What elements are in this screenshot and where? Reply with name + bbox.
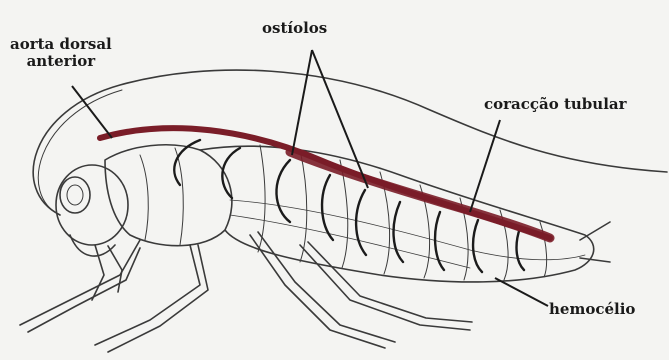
label-hemocelio: hemocélio: [549, 301, 635, 318]
coracao-pointer: [470, 120, 500, 212]
label-aorta-line1: aorta dorsal: [10, 36, 112, 53]
hemocelio-pointer: [495, 278, 548, 306]
cercus: [580, 222, 610, 240]
compound-eye: [60, 177, 90, 213]
thorax: [105, 145, 232, 246]
head: [56, 165, 128, 245]
label-aorta-dorsal-anterior: aorta dorsal anterior: [10, 36, 112, 70]
ostiolos-pointer-left: [292, 50, 312, 155]
aorta-pointer: [72, 86, 112, 138]
label-coracao-tubular: coracção tubular: [484, 96, 627, 113]
middle-leg: [95, 245, 200, 345]
label-ostiolos: ostíolos: [262, 20, 327, 37]
label-aorta-line2: anterior: [10, 53, 112, 70]
